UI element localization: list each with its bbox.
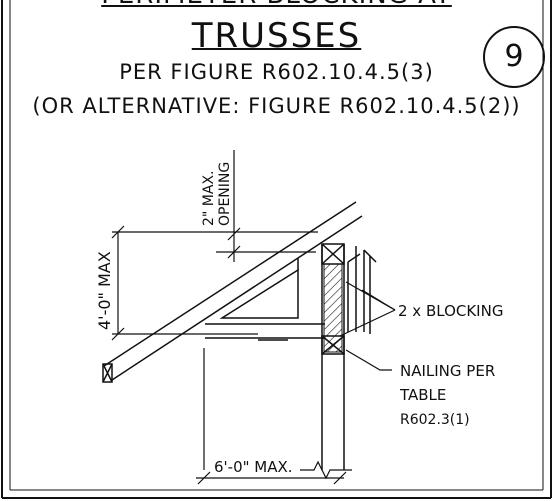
exterior-wall bbox=[321, 243, 345, 470]
truss-web-triangle bbox=[219, 268, 299, 319]
truss-top-chord bbox=[102, 201, 363, 383]
break-lines bbox=[203, 348, 352, 480]
alternative-figure-reference: (OR ALTERNATIVE: FIGURE R602.10.4.5(2)) bbox=[32, 94, 521, 118]
dimension-span bbox=[196, 471, 347, 485]
truss-web-member bbox=[258, 258, 299, 341]
opening-dimension-label: 2" MAX. bbox=[201, 171, 217, 227]
blocking-label: 2 x BLOCKING bbox=[398, 302, 503, 320]
nailing-label-line1: NAILING PER bbox=[400, 362, 495, 380]
truss-bottom-chord bbox=[205, 323, 325, 339]
nailing-label-line3: R602.3(1) bbox=[400, 412, 470, 428]
nailing-leader bbox=[345, 349, 392, 371]
figure-reference: PER FIGURE R602.10.4.5(3) bbox=[119, 60, 434, 84]
dimension-opening bbox=[216, 150, 316, 262]
page-title: TRUSSES bbox=[191, 16, 362, 56]
blocking-leaders bbox=[339, 281, 396, 337]
blocking-hatch bbox=[323, 263, 343, 353]
opening-dimension-label-2: OPENING bbox=[217, 162, 233, 226]
height-dimension-label: 4'-0" MAX bbox=[95, 251, 114, 330]
detail-number-badge: 9 bbox=[483, 26, 545, 88]
clipped-title: PERIMETER BLOCKING AT bbox=[0, 0, 553, 10]
nailing-label-line2: TABLE bbox=[399, 386, 446, 404]
span-dimension-label: 6'-0" MAX. bbox=[214, 458, 293, 476]
top-plate-box bbox=[321, 335, 345, 355]
dimension-height bbox=[111, 225, 318, 341]
